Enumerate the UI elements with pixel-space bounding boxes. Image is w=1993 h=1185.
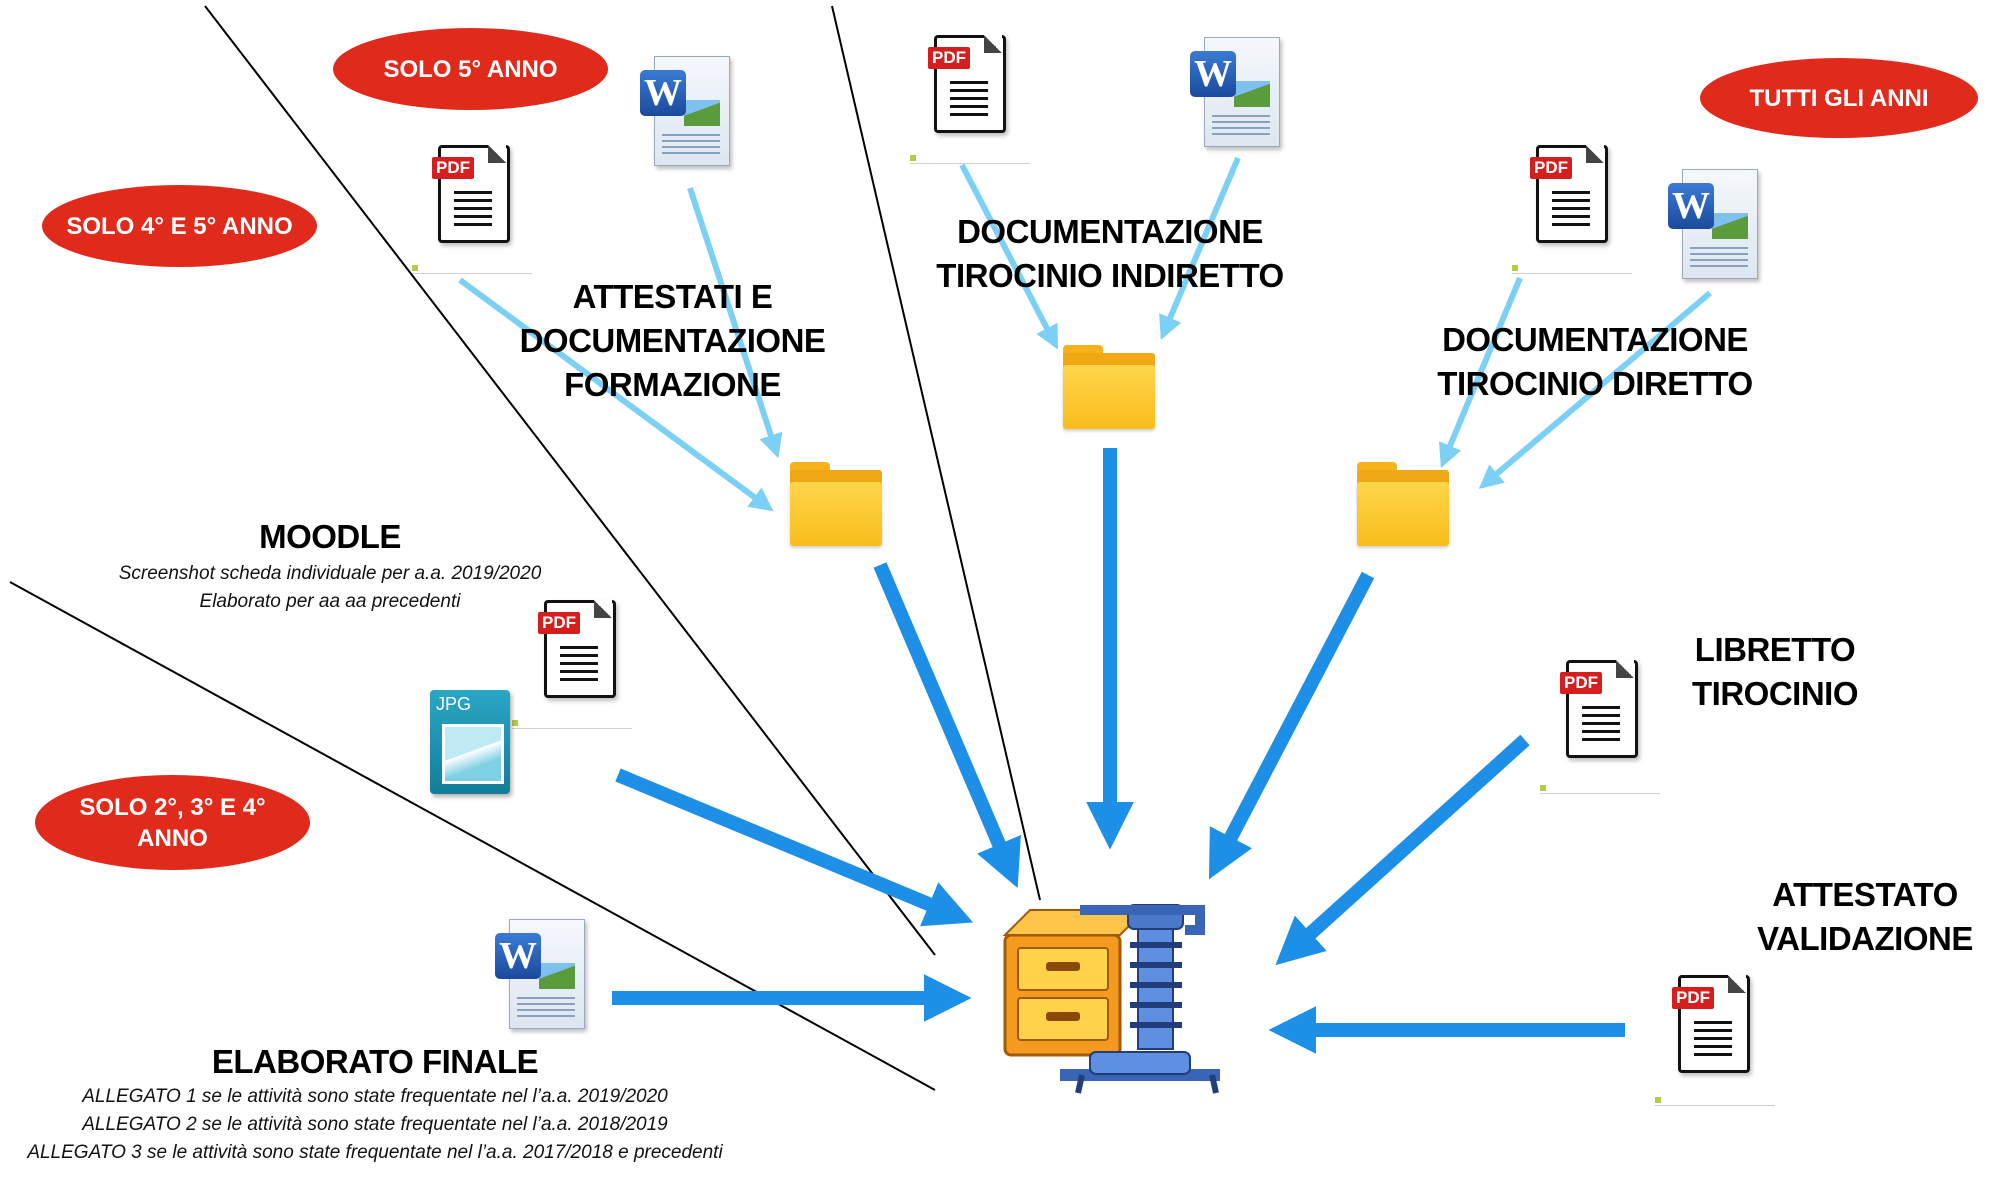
label-line: TIROCINIO DIRETTO [1437, 365, 1753, 402]
folder-icon [1063, 345, 1155, 429]
word-letter: W [640, 70, 686, 116]
arrow-dark [615, 768, 974, 927]
arrow-dark [1208, 571, 1375, 880]
divider-line-1 [204, 5, 936, 956]
stamp-mark [1512, 265, 1632, 274]
word-file-icon: W [1190, 33, 1286, 153]
divider-line-2 [831, 5, 1041, 901]
pdf-tag: PDF [1672, 987, 1714, 1009]
label-moodle: MOODLE [259, 518, 401, 555]
note-line: Elaborato per aa aa precedenti [199, 591, 461, 612]
note-line: ALLEGATO 1 se le attività sono state fre… [82, 1086, 668, 1107]
arrow-light [1439, 276, 1523, 468]
note-line: ALLEGATO 2 se le attività sono state fre… [82, 1114, 668, 1135]
word-letter: W [495, 933, 541, 979]
badge-solo-4-5-anno: SOLO 4° E 5° ANNO [42, 185, 317, 267]
arrow-light [687, 187, 783, 459]
stamp-mark [1655, 1097, 1775, 1106]
note-line: Screenshot scheda individuale per a.a. 2… [118, 563, 542, 584]
stamp-mark [910, 155, 1030, 164]
label-line: LIBRETTO [1694, 631, 1856, 668]
note-line: ALLEGATO 3 se le attività sono state fre… [27, 1142, 723, 1163]
pdf-tag: PDF [538, 612, 580, 634]
moodle-notes: Screenshot scheda individuale per a.a. 2… [95, 560, 565, 616]
word-file-icon: W [495, 915, 591, 1035]
badge-solo-2-3-4-anno: SOLO 2°, 3° E 4° ANNO [35, 775, 310, 870]
label-line: VALIDAZIONE [1757, 920, 1973, 957]
archive-compress-icon [1002, 904, 1220, 1094]
divider-line-3 [9, 581, 936, 1091]
label-line: TIROCINIO INDIRETTO [936, 257, 1284, 294]
label-line: ATTESTATO [1772, 876, 1958, 913]
label-line: DOCUMENTAZIONE [1442, 321, 1748, 358]
label-line: ATTESTATI E [572, 278, 773, 315]
folder-icon [1357, 462, 1449, 546]
word-letter: W [1190, 51, 1236, 97]
word-file-icon: W [1668, 165, 1764, 285]
jpg-file-icon: JPG [430, 690, 518, 800]
pdf-tag: PDF [1560, 672, 1602, 694]
label-elaborato-finale: ELABORATO FINALE [211, 1043, 539, 1080]
folder-icon [790, 462, 882, 546]
elaborato-notes: ALLEGATO 1 se le attività sono state fre… [5, 1083, 745, 1167]
label-tirocinio-diretto: DOCUMENTAZIONE TIROCINIO DIRETTO [1425, 318, 1765, 406]
pdf-file-icon: PDF [432, 145, 512, 245]
label-attestati-formazione: ATTESTATI E DOCUMENTAZIONE FORMAZIONE [500, 275, 845, 407]
word-letter: W [1668, 183, 1714, 229]
label-line: FORMAZIONE [564, 366, 781, 403]
pdf-tag: PDF [1530, 157, 1572, 179]
arrow-dark [873, 562, 1021, 889]
jpg-tag: JPG [436, 694, 472, 714]
pdf-file-icon: PDF [1560, 660, 1640, 760]
stamp-mark [1540, 785, 1660, 794]
label-line: TIROCINIO [1692, 675, 1859, 712]
arrow-dark [1275, 734, 1530, 966]
arrow-light [959, 163, 1058, 350]
badge-solo-5-anno: SOLO 5° ANNO [333, 28, 608, 110]
stamp-mark [512, 720, 632, 729]
pdf-file-icon: PDF [1672, 975, 1752, 1075]
label-tirocinio-indiretto: DOCUMENTAZIONE TIROCINIO INDIRETTO [930, 210, 1290, 298]
pdf-file-icon: PDF [538, 600, 618, 700]
label-libretto-tirocinio: LIBRETTO TIROCINIO [1670, 628, 1880, 716]
stamp-mark [412, 265, 532, 274]
pdf-tag: PDF [432, 157, 474, 179]
badge-tutti-gli-anni: TUTTI GLI ANNI [1700, 58, 1978, 138]
arrow-light [458, 277, 774, 512]
arrow-light [1159, 156, 1241, 340]
label-attestato-validazione: ATTESTATO VALIDAZIONE [1745, 873, 1985, 961]
pdf-tag: PDF [928, 47, 970, 69]
label-line: DOCUMENTAZIONE [519, 322, 826, 359]
word-file-icon: W [640, 52, 736, 172]
label-line: DOCUMENTAZIONE [957, 213, 1263, 250]
pdf-file-icon: PDF [1530, 145, 1610, 245]
arrow-light [1478, 290, 1712, 489]
badge-text: SOLO 5° ANNO [383, 55, 558, 83]
badge-text-line: ANNO [137, 824, 208, 852]
badge-text-line: SOLO 2°, 3° E 4° [79, 793, 266, 821]
badge-text: SOLO 4° E 5° ANNO [66, 212, 293, 240]
pdf-file-icon: PDF [928, 35, 1008, 135]
badge-text: TUTTI GLI ANNI [1749, 84, 1929, 112]
